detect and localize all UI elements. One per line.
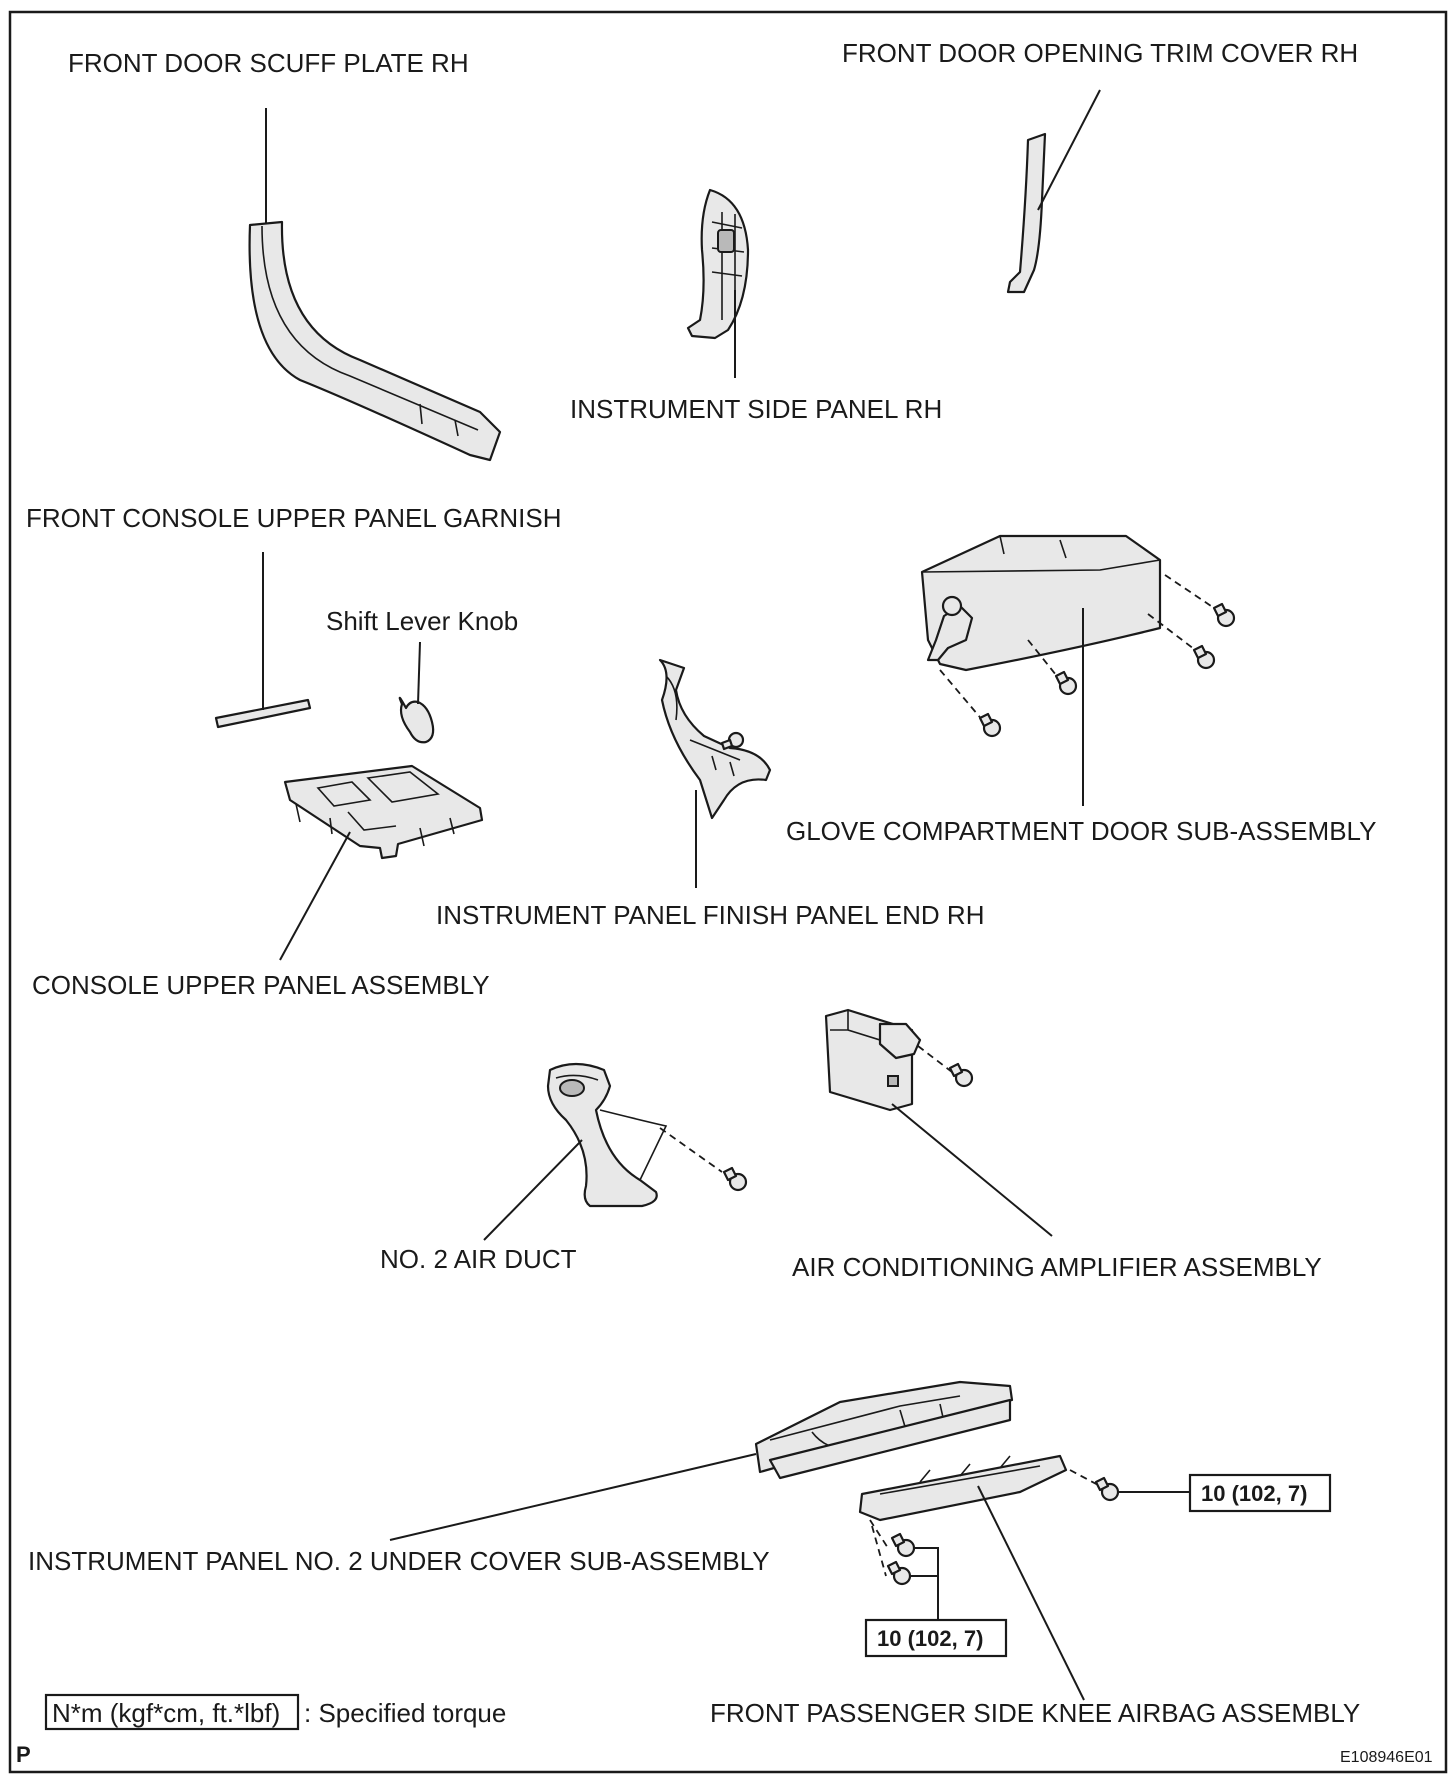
legend-unit-box (44, 1693, 300, 1731)
console-panel-part (283, 764, 484, 860)
under-cover-part (754, 1380, 1014, 1480)
air-duct-leader (483, 1139, 583, 1241)
shift-knob-part (398, 696, 435, 744)
shift-knob-label: Shift Lever Knob (326, 606, 518, 636)
console-panel-leader (279, 831, 351, 961)
legend-description: : Specified torque (304, 1698, 506, 1728)
figure-id: E108946E01 (1340, 1749, 1433, 1766)
finish-panel-label: INSTRUMENT PANEL FINISH PANEL END RH (436, 900, 985, 930)
torque-box-right (1188, 1473, 1332, 1513)
legend-unit: N*m (kgf*cm, ft.*lbf) (52, 1698, 280, 1728)
shift-knob-leader (417, 641, 421, 705)
ac-amplifier-screw (948, 1062, 974, 1088)
glove-screw-2 (1192, 644, 1216, 670)
under-cover-label: INSTRUMENT PANEL NO. 2 UNDER COVER SUB-A… (28, 1546, 770, 1576)
trim-cover-part (1006, 132, 1047, 294)
under-cover-leader (389, 1453, 757, 1541)
ac-amplifier-part (824, 1008, 922, 1112)
console-garnish-part (214, 698, 312, 729)
trim-cover-label: FRONT DOOR OPENING TRIM COVER RH (842, 38, 1358, 68)
torque-value-right: 10 (102, 7) (1201, 1481, 1307, 1506)
airbag-screw-lower-2 (886, 1560, 912, 1586)
torque-box-lower (864, 1618, 1008, 1658)
air-duct-screw (722, 1166, 748, 1192)
glove-screw-3 (1054, 670, 1078, 696)
side-panel-label: INSTRUMENT SIDE PANEL RH (570, 394, 942, 424)
glove-screw-1 (1212, 602, 1236, 628)
air-duct-label: NO. 2 AIR DUCT (380, 1244, 577, 1274)
torque-value-lower: 10 (102, 7) (877, 1626, 983, 1651)
console-panel-label: CONSOLE UPPER PANEL ASSEMBLY (32, 970, 490, 1000)
knee-airbag-part (858, 1454, 1068, 1522)
glove-door-label: GLOVE COMPARTMENT DOOR SUB-ASSEMBLY (786, 816, 1376, 846)
airbag-screw-right (1094, 1476, 1120, 1502)
ac-amplifier-leader (891, 1103, 1053, 1237)
corner-mark: P (16, 1742, 31, 1767)
airbag-screw-lower-1 (890, 1532, 916, 1558)
air-duct-part (546, 1062, 668, 1208)
finish-panel-part (658, 658, 772, 820)
console-garnish-label: FRONT CONSOLE UPPER PANEL GARNISH (26, 503, 562, 533)
ac-amplifier-label: AIR CONDITIONING AMPLIFIER ASSEMBLY (792, 1252, 1322, 1282)
trim-cover-leader (1037, 89, 1101, 211)
knee-airbag-label: FRONT PASSENGER SIDE KNEE AIRBAG ASSEMBL… (710, 1698, 1360, 1728)
finish-panel-screw (720, 731, 745, 751)
diagram-frame (8, 10, 1448, 1774)
scuff-plate-part (248, 220, 502, 462)
scuff-plate-label: FRONT DOOR SCUFF PLATE RH (68, 48, 469, 78)
side-panel-part (686, 188, 750, 340)
knee-airbag-leader (977, 1485, 1085, 1701)
glove-screw-4 (978, 712, 1002, 738)
glove-door-part (920, 534, 1162, 672)
